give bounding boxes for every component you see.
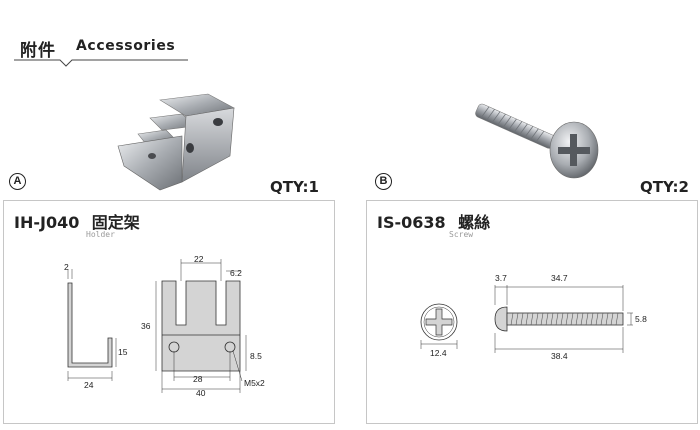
item-a-qty: QTY:1 — [270, 178, 319, 196]
header-title-zh: 附件 — [20, 41, 56, 60]
dim-hole-height: 8.5 — [250, 351, 262, 361]
dim-total-width: 40 — [196, 388, 206, 398]
dim-side-thickness: 2 — [64, 262, 69, 272]
screw-name-en: Screw — [449, 230, 474, 239]
screw-title: IS-0638 螺絲 — [377, 209, 490, 233]
item-b-qty: QTY:2 — [640, 178, 689, 196]
screw-photo — [475, 103, 599, 179]
dim-height: 36 — [141, 321, 151, 331]
screw-code: IS-0638 — [377, 213, 446, 232]
holder-panel: IH-J040 固定架 Holder 2 24 15 22 6.2 36 8.5 — [3, 200, 335, 424]
dim-slot-width: 6.2 — [230, 268, 242, 278]
item-a-marker: A — [9, 173, 26, 190]
dim-slot-gap: 22 — [194, 254, 204, 264]
holder-photo — [117, 93, 235, 191]
holder-drawing: 2 24 15 22 6.2 36 8.5 28 40 — [64, 254, 265, 398]
screw-panel: IS-0638 螺絲 Screw 12.4 — [366, 200, 698, 424]
holder-name-en: Holder — [86, 230, 115, 239]
item-b-marker: B — [375, 173, 392, 190]
dim-total-length: 38.4 — [551, 351, 568, 361]
dim-diameter: 5.8 — [635, 314, 647, 324]
screw-drawing: 12.4 3.7 34.7 5.8 — [420, 273, 647, 361]
section-header: 附件 Accessories — [0, 0, 700, 80]
holder-code: IH-J040 — [14, 213, 80, 232]
dim-head-length: 3.7 — [495, 273, 507, 283]
dim-side-width: 24 — [84, 380, 94, 390]
dim-hole-spacing: 28 — [193, 374, 203, 384]
holder-name-zh: 固定架 — [91, 213, 140, 232]
header-title-en: Accessories — [76, 38, 176, 54]
dim-thread-length: 34.7 — [551, 273, 568, 283]
header-underline — [14, 59, 188, 67]
dim-hole-size: M5x2 — [244, 378, 265, 388]
dim-head-diameter: 12.4 — [430, 348, 447, 358]
holder-title: IH-J040 固定架 — [14, 209, 140, 233]
dim-side-height: 15 — [118, 347, 128, 357]
screw-name-zh: 螺絲 — [458, 213, 491, 232]
screw-threads — [510, 312, 619, 326]
